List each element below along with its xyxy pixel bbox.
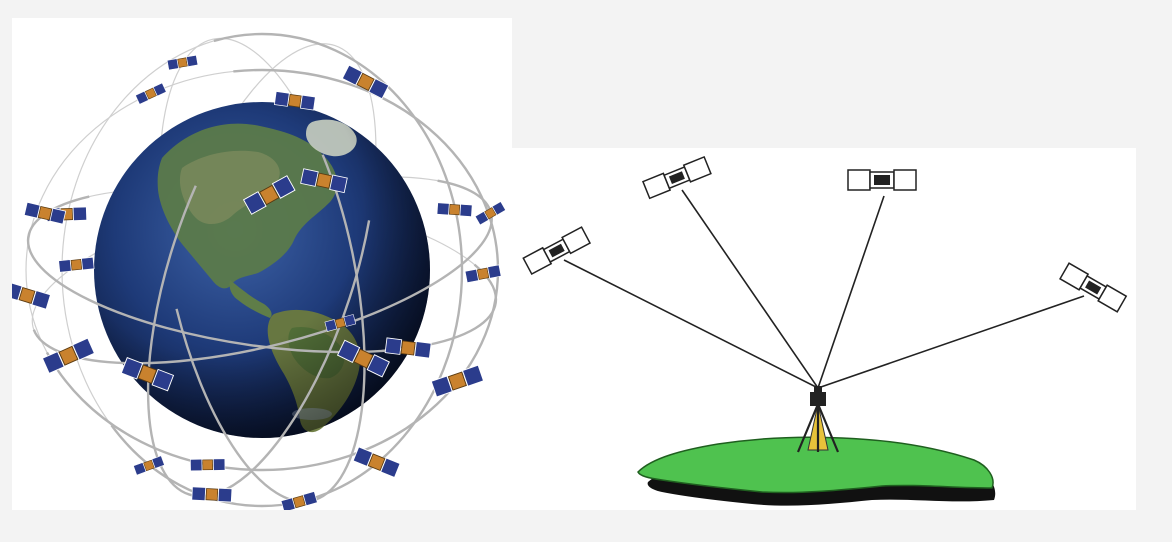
gps-receiver-tripod (796, 386, 840, 453)
satellite (464, 264, 502, 284)
satellite (242, 175, 296, 215)
satellite (430, 364, 485, 398)
satellite (280, 491, 318, 510)
receiver-illustration (522, 155, 1128, 506)
satellite (23, 201, 67, 225)
satellite (120, 356, 175, 392)
satellite (336, 339, 390, 378)
earth (94, 102, 430, 438)
constellation-illustration (12, 32, 506, 510)
orbit-ring (146, 42, 378, 498)
satellite (58, 256, 95, 273)
satellite (191, 486, 233, 503)
satellite (135, 82, 167, 105)
ground-terrain (637, 436, 994, 494)
satellite (474, 201, 506, 226)
satellite (300, 168, 348, 194)
satellite-3 (847, 169, 917, 191)
satellite (190, 458, 226, 472)
satellite (41, 337, 96, 375)
satellite (324, 314, 357, 332)
satellite (12, 281, 51, 310)
satellite (436, 202, 473, 217)
sight-line-3 (817, 195, 885, 389)
constellation-panel (12, 18, 512, 510)
receiver-panel (512, 148, 1136, 510)
satellite (352, 446, 401, 478)
satellite (341, 64, 390, 100)
satellite-1 (522, 226, 592, 276)
satellite-2 (641, 155, 712, 200)
satellites (12, 54, 506, 510)
satellite-4 (1059, 262, 1128, 313)
satellite (273, 91, 316, 111)
lines-of-sight (563, 189, 1085, 389)
sight-line-4 (817, 295, 1085, 389)
sight-line-1 (563, 259, 819, 389)
satellite (166, 54, 199, 71)
orbit-ring (60, 32, 464, 508)
satellite (133, 455, 165, 476)
satellite (384, 337, 432, 359)
sight-line-2 (681, 189, 819, 389)
